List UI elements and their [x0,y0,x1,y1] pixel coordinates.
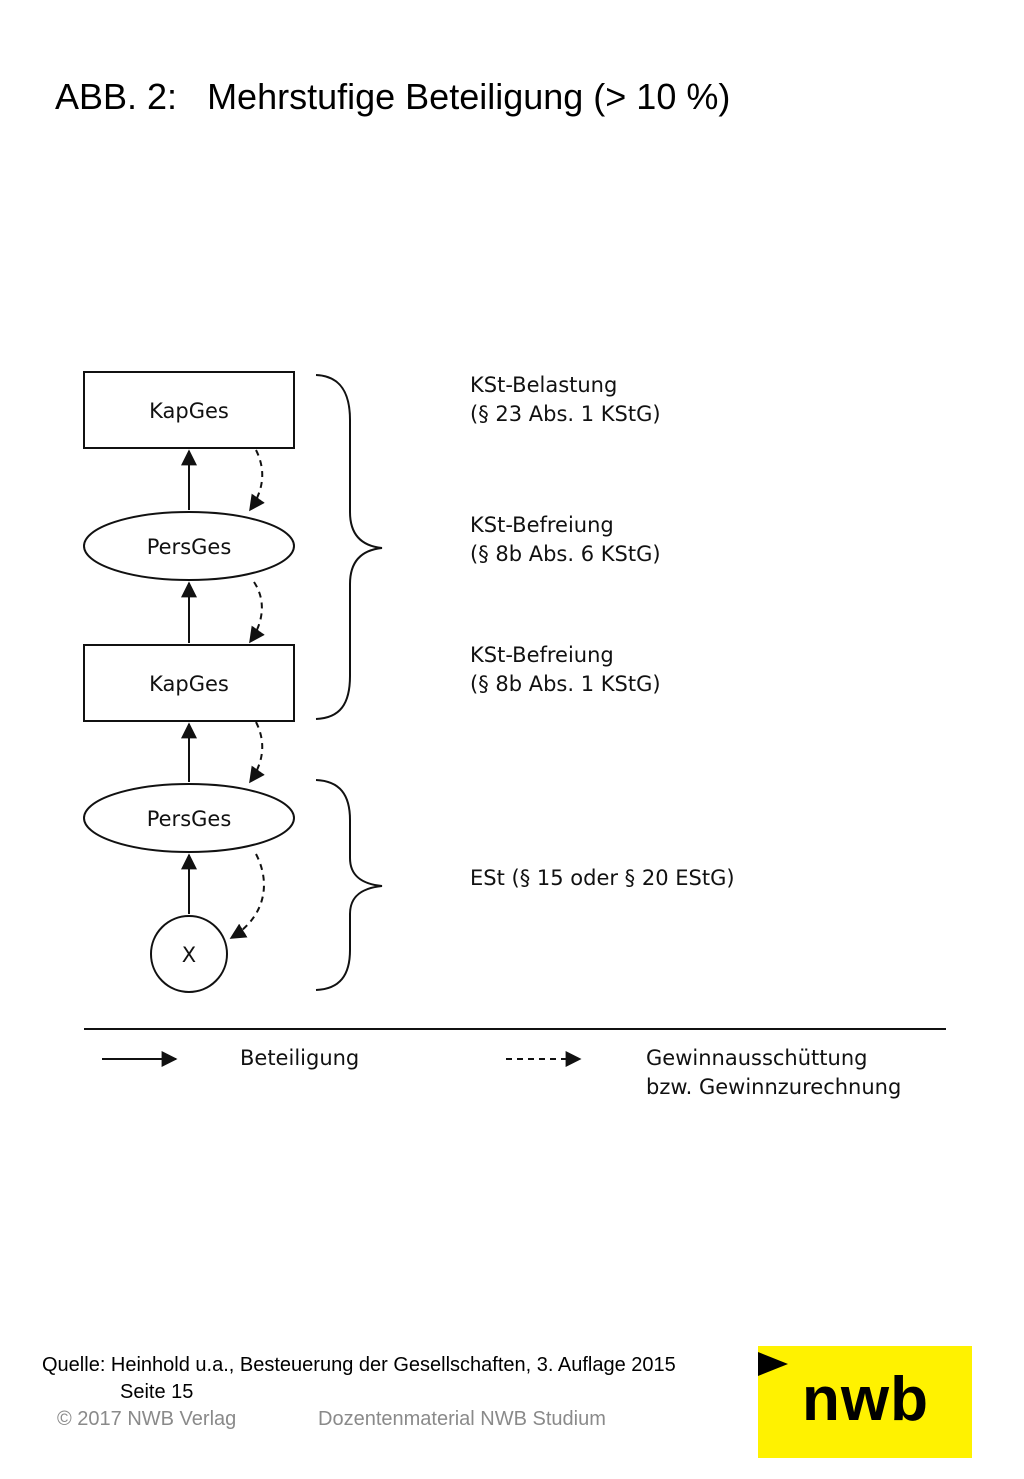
footer-copyright: © 2017 NWB Verlag [57,1408,237,1430]
slide-title: ABB. 2: Mehrstufige Beteiligung (> 10 %) [55,76,731,117]
legend-dashed-line: bzw. Gewinnzurechnung [646,1075,901,1099]
annotation-line: (§ 8b Abs. 6 KStG) [470,542,661,566]
node-label: X [182,943,196,967]
brace-upper [315,374,383,720]
logo-arrow-icon [758,1352,788,1376]
annotation-est: ESt (§ 15 oder § 20 EStG) [470,866,735,890]
node-label: KapGes [149,399,229,423]
legend-dashed-label: Gewinnausschüttung bzw. Gewinnzurechnung [646,1046,901,1099]
footer-material: Dozentenmaterial NWB Studium [318,1408,606,1430]
source-line: Quelle: Heinhold u.a., Besteuerung der G… [42,1354,676,1376]
annotation-line: (§ 8b Abs. 1 KStG) [470,672,661,696]
annotation-kst-befreiung-8b6: KSt-Befreiung (§ 8b Abs. 6 KStG) [470,513,661,566]
annotation-kst-befreiung-8b1: KSt-Befreiung (§ 8b Abs. 1 KStG) [470,643,661,696]
logo-text: nwb [802,1365,929,1434]
node-kapges-middle: KapGes [83,644,295,722]
node-label: KapGes [149,672,229,696]
source-page: Seite 15 [120,1381,194,1403]
brace-lower [315,779,383,991]
nwb-logo: nwb [758,1346,972,1458]
node-persges-upper: PersGes [83,511,295,581]
node-kapges-top: KapGes [83,371,295,449]
annotation-line: KSt-Befreiung [470,513,614,537]
annotation-line: KSt-Belastung [470,373,617,397]
legend-dashed-line: Gewinnausschüttung [646,1046,867,1070]
node-persges-lower: PersGes [83,783,295,853]
node-x: X [150,915,228,993]
annotation-line: ESt (§ 15 oder § 20 EStG) [470,866,735,890]
shareholding-diagram: KapGes PersGes KapGes PersGes X KSt-Bela… [83,371,946,1099]
node-label: PersGes [147,807,232,831]
legend: Beteiligung Gewinnausschüttung bzw. Gewi… [102,1046,901,1099]
distribution-arrow [249,449,265,512]
node-label: PersGes [147,535,232,559]
distribution-arrow [229,853,265,939]
annotation-line: KSt-Befreiung [470,643,614,667]
source-citation: Quelle: Heinhold u.a., Besteuerung der G… [42,1352,676,1406]
distribution-arrow [249,581,265,644]
annotation-kst-belastung: KSt-Belastung (§ 23 Abs. 1 KStG) [470,373,661,426]
annotation-line: (§ 23 Abs. 1 KStG) [470,402,661,426]
legend-solid-label: Beteiligung [240,1046,359,1070]
distribution-arrow [249,721,265,784]
